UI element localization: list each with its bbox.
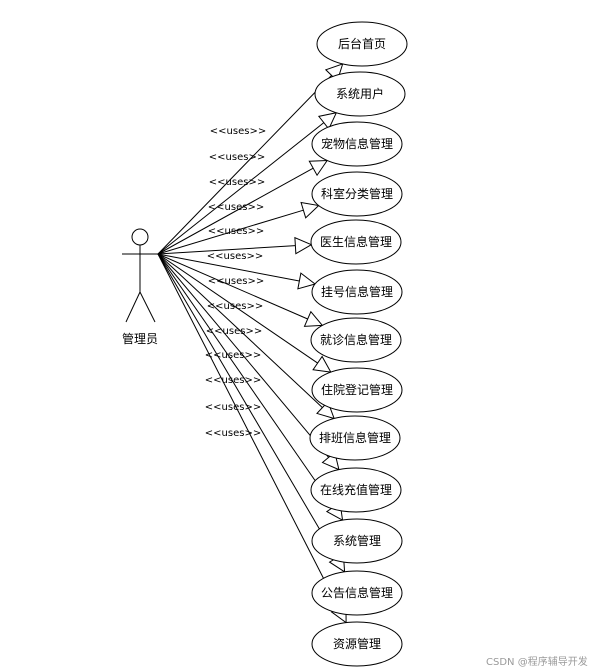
use-case-label: 后台首页 <box>338 36 386 51</box>
use-case-label: 系统用户 <box>336 86 384 101</box>
association-line <box>157 253 330 458</box>
stereotype-label: <<uses>> <box>209 152 265 163</box>
use-case-ellipse <box>311 518 403 564</box>
association-arrowhead <box>297 272 317 290</box>
actor-administrator: 管理员 <box>122 228 158 346</box>
association-line <box>157 253 300 282</box>
use-case-ellipse <box>316 21 408 67</box>
association-arrowhead <box>294 236 313 255</box>
use-case-ellipse <box>311 121 403 167</box>
stereotype-label: <<uses>> <box>209 177 265 188</box>
actor-label: 管理员 <box>122 331 158 346</box>
use-case: 医生信息管理 <box>310 219 402 265</box>
use-case-label: 排班信息管理 <box>319 430 391 445</box>
stereotype-label: <<uses>> <box>208 202 264 213</box>
use-case: 资源管理 <box>311 621 403 667</box>
association-line <box>157 253 308 320</box>
use-case-ellipse <box>309 415 401 461</box>
use-case-label: 资源管理 <box>333 636 381 651</box>
association-line <box>157 209 304 255</box>
actor-head <box>131 228 149 246</box>
stereotype-label: <<uses>> <box>208 226 264 237</box>
use-case-label: 公告信息管理 <box>321 585 393 600</box>
stereotype-label: <<uses>> <box>207 251 263 262</box>
association-arrowhead <box>300 201 320 219</box>
association-line <box>157 75 332 255</box>
association-line <box>157 122 325 255</box>
use-case-label: 系统管理 <box>333 533 381 548</box>
use-case: 住院登记管理 <box>311 367 403 413</box>
stereotype-label: <<uses>> <box>205 375 261 386</box>
association-line <box>157 253 334 508</box>
stereotype-label: <<uses>> <box>210 126 266 137</box>
use-case-label: 医生信息管理 <box>320 234 392 249</box>
use-case-label: 科室分类管理 <box>321 186 393 201</box>
association-arrowhead <box>312 355 332 373</box>
association-line <box>157 253 340 609</box>
stereotype-label: <<uses>> <box>205 402 261 413</box>
use-case-ellipse <box>310 467 402 513</box>
use-case-ellipse <box>311 570 403 616</box>
use-case: 后台首页 <box>316 21 408 67</box>
actor-left-leg <box>125 291 141 323</box>
association-arrowhead <box>317 112 338 130</box>
association-line <box>157 253 318 364</box>
association-line <box>157 253 337 559</box>
use-case-ellipse <box>311 269 403 315</box>
use-case: 就诊信息管理 <box>310 317 402 363</box>
use-case-label: 在线充值管理 <box>320 482 392 497</box>
stereotype-label: <<uses>> <box>205 428 261 439</box>
association-arrowhead <box>316 400 335 420</box>
association-arrowhead <box>308 159 329 177</box>
use-case: 在线充值管理 <box>310 467 402 513</box>
stereotype-labels: <<uses>> <<uses>> <<uses>> <<uses>> <<uses>>… <box>205 126 266 439</box>
use-case-label: 就诊信息管理 <box>320 332 392 347</box>
stereotype-label: <<uses>> <box>205 350 261 361</box>
use-case-label: 住院登记管理 <box>321 382 393 397</box>
actor-right-leg <box>139 291 156 323</box>
use-cases: 后台首页系统用户宠物信息管理科室分类管理医生信息管理挂号信息管理就诊信息管理住院… <box>309 21 408 667</box>
use-case: 科室分类管理 <box>311 171 403 217</box>
stereotype-label: <<uses>> <box>206 326 262 337</box>
use-case: 系统管理 <box>311 518 403 564</box>
stereotype-label: <<uses>> <box>208 276 264 287</box>
association-line <box>157 167 314 255</box>
use-case: 系统用户 <box>314 71 406 117</box>
use-case-label: 宠物信息管理 <box>321 136 393 151</box>
stereotype-label: <<uses>> <box>207 301 263 312</box>
use-case-ellipse <box>310 219 402 265</box>
use-case-ellipse <box>311 171 403 217</box>
use-case-ellipse <box>314 71 406 117</box>
association-arrowhead <box>303 310 324 327</box>
use-case: 公告信息管理 <box>311 570 403 616</box>
use-case: 挂号信息管理 <box>311 269 403 315</box>
watermark: CSDN @程序辅导开发 <box>486 655 588 668</box>
association-line <box>157 245 296 255</box>
use-case: 排班信息管理 <box>309 415 401 461</box>
association-line <box>157 253 323 408</box>
use-case-label: 挂号信息管理 <box>321 284 393 299</box>
use-case: 宠物信息管理 <box>311 121 403 167</box>
use-case-ellipse <box>311 367 403 413</box>
use-case-ellipse <box>310 317 402 363</box>
use-case-ellipse <box>311 621 403 667</box>
